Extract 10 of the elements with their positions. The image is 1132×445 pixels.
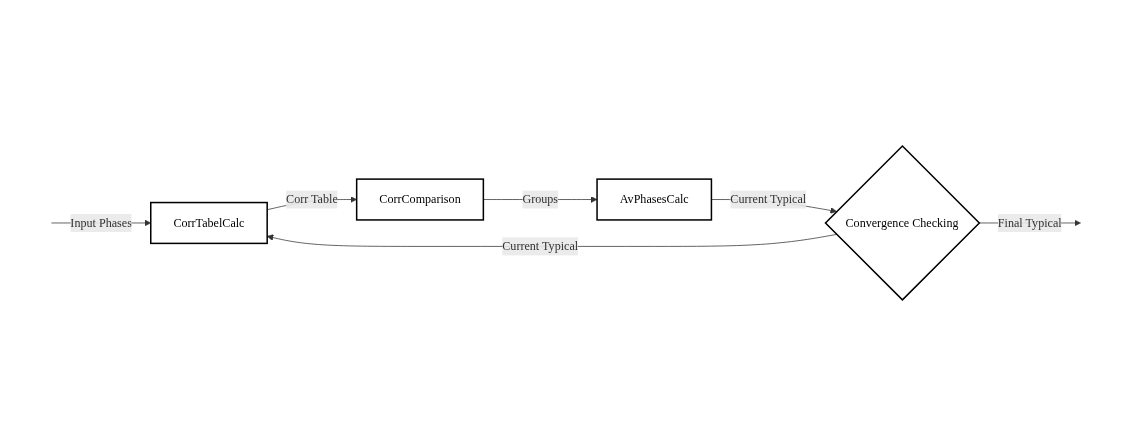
edge-label: Groups xyxy=(522,192,559,206)
edge-label: Current Typical xyxy=(502,239,579,252)
edge-label: Current Typical xyxy=(730,192,807,206)
node-box: AvPhasesCalc xyxy=(596,177,713,221)
edge-label: Final Typical xyxy=(997,215,1062,229)
edge-label: Corr Table xyxy=(286,192,338,206)
edge-label: Input Phases xyxy=(70,215,132,229)
node-box: CorrTabelCalc xyxy=(150,201,268,244)
node-box: CorrComparison xyxy=(355,177,485,221)
node-diamond: Convergence Checking xyxy=(824,144,981,301)
